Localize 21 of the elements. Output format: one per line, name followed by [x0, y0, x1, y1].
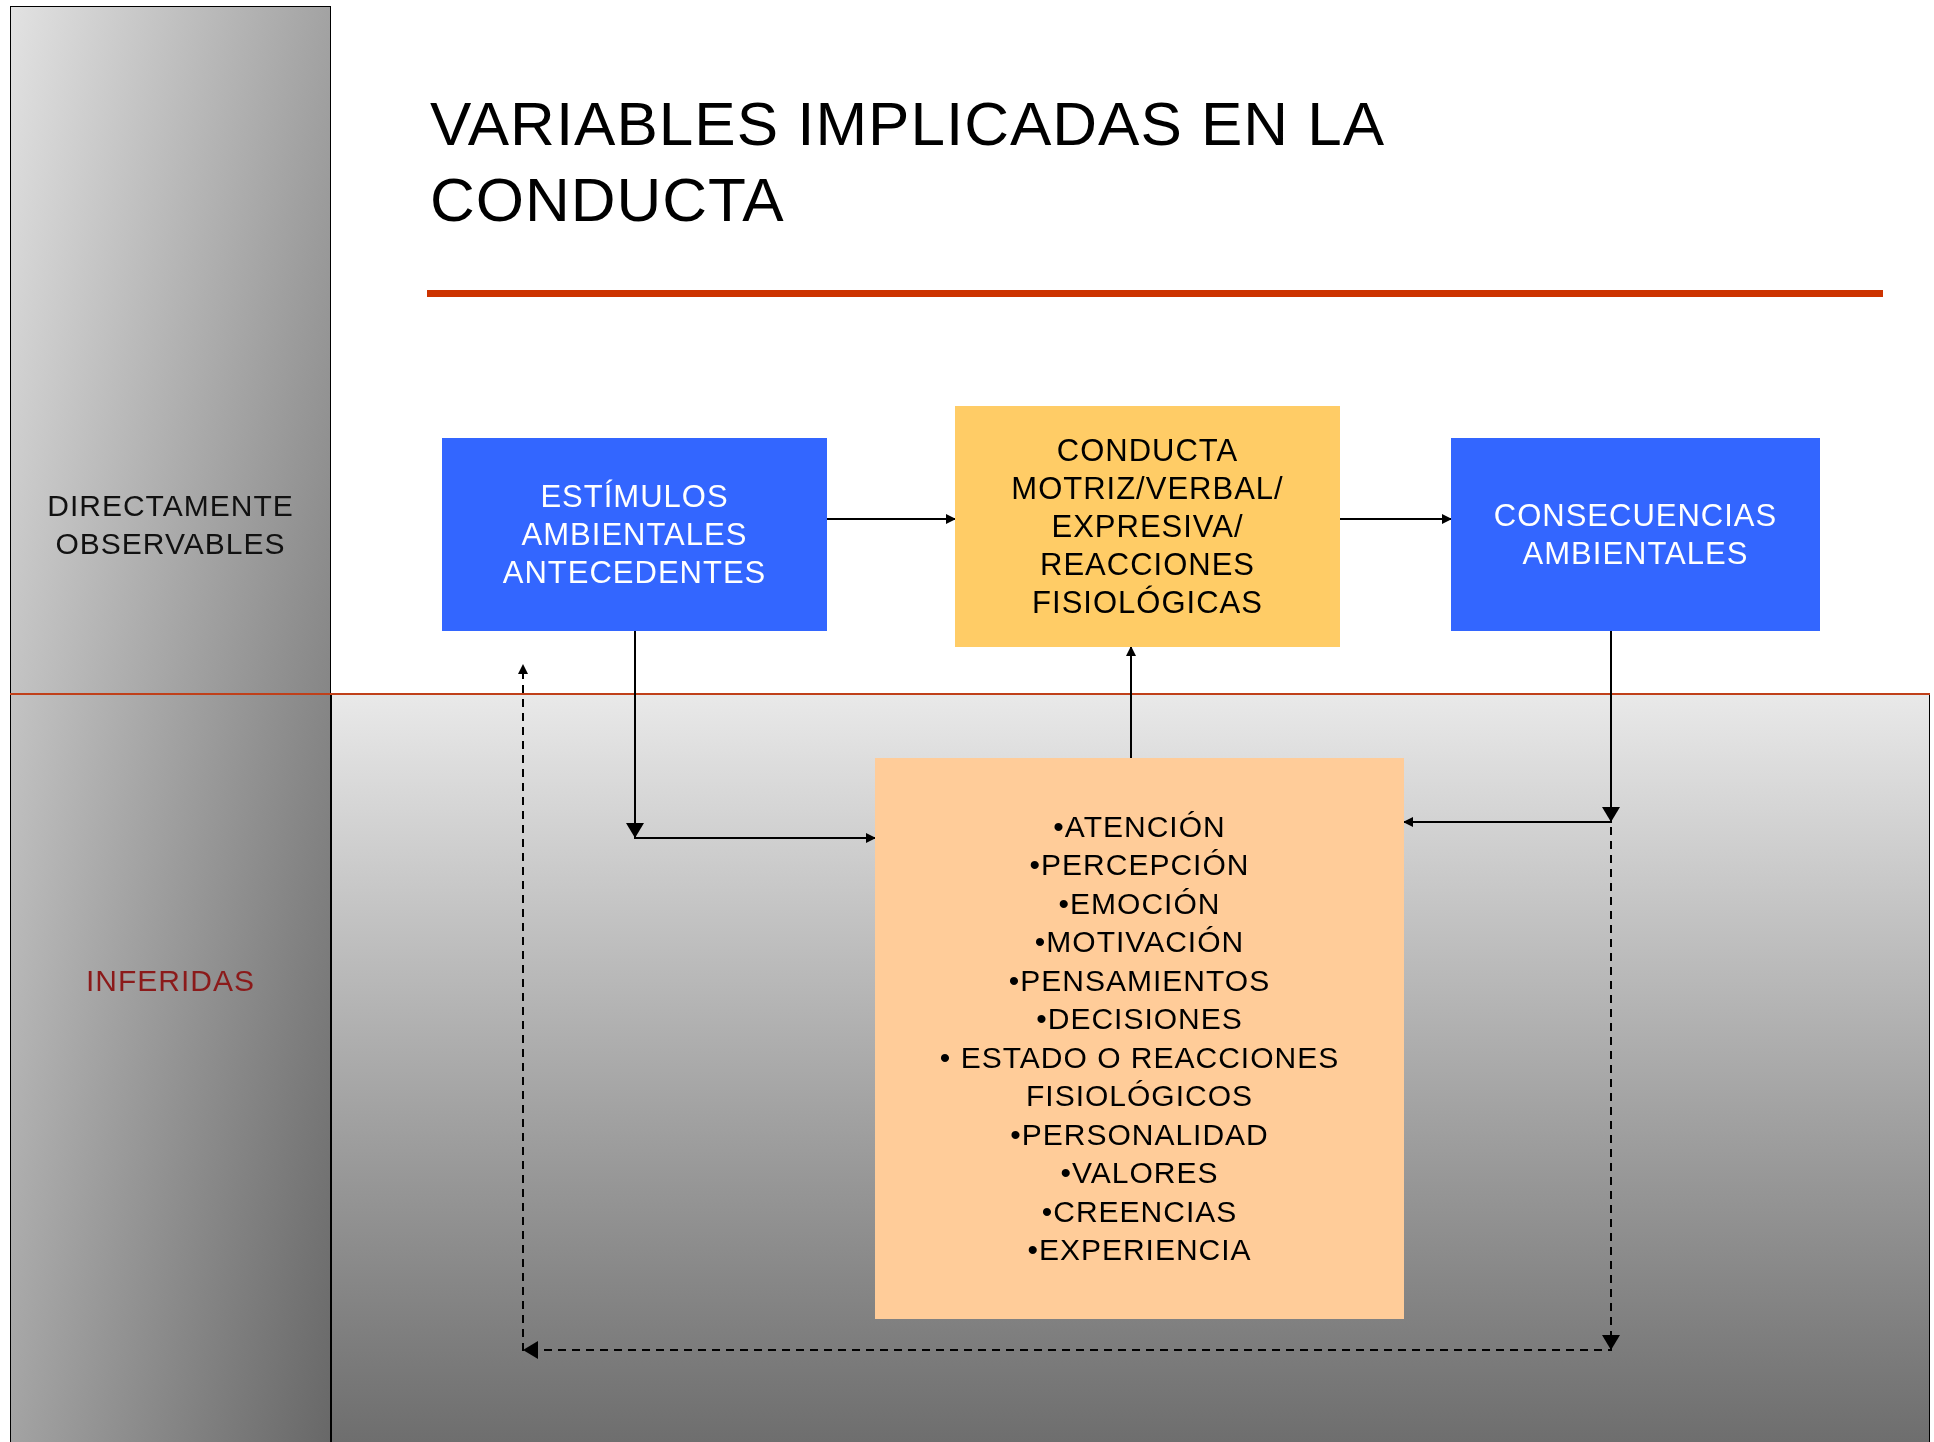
list-item: •PERCEPCIÓN: [1029, 847, 1250, 883]
stimulus-box: [442, 438, 827, 631]
behavior-box: [955, 406, 1340, 647]
title: VARIABLES IMPLICADAS EN LA CONDUCTA: [430, 88, 1384, 236]
consequence-box: [1451, 438, 1820, 631]
box-text: CONSECUENCIAS AMBIENTALES: [1492, 496, 1779, 573]
list-item: •ATENCIÓN: [1053, 808, 1226, 845]
side-label: DIRECTAMENTE OBSERVABLES: [46, 488, 295, 562]
list-item: •CREENCIAS: [1041, 1193, 1238, 1230]
list-item: •VALORES: [1060, 1155, 1219, 1191]
inferred-variables-box: [875, 758, 1404, 1319]
side-label: INFERIDAS: [85, 963, 256, 999]
list-item: •PENSAMIENTOS: [1008, 962, 1271, 999]
list-item: •EXPERIENCIA: [1027, 1232, 1252, 1268]
box-text: CONDUCTA MOTRIZ/VERBAL/ EXPRESIVA/ REACCIONES FISIOLÓGICAS: [1010, 431, 1285, 622]
list-item: •EMOCIÓN: [1058, 885, 1221, 922]
list-item: •PERSONALIDAD: [1010, 1116, 1269, 1153]
list-item: • ESTADO O REACCIONES FISIOLÓGICOS: [938, 1039, 1341, 1114]
box-text: ESTÍMULOS AMBIENTALES ANTECEDENTES: [501, 477, 768, 592]
list-item: •MOTIVACIÓN: [1034, 924, 1245, 960]
list-item: •DECISIONES: [1036, 1001, 1243, 1037]
